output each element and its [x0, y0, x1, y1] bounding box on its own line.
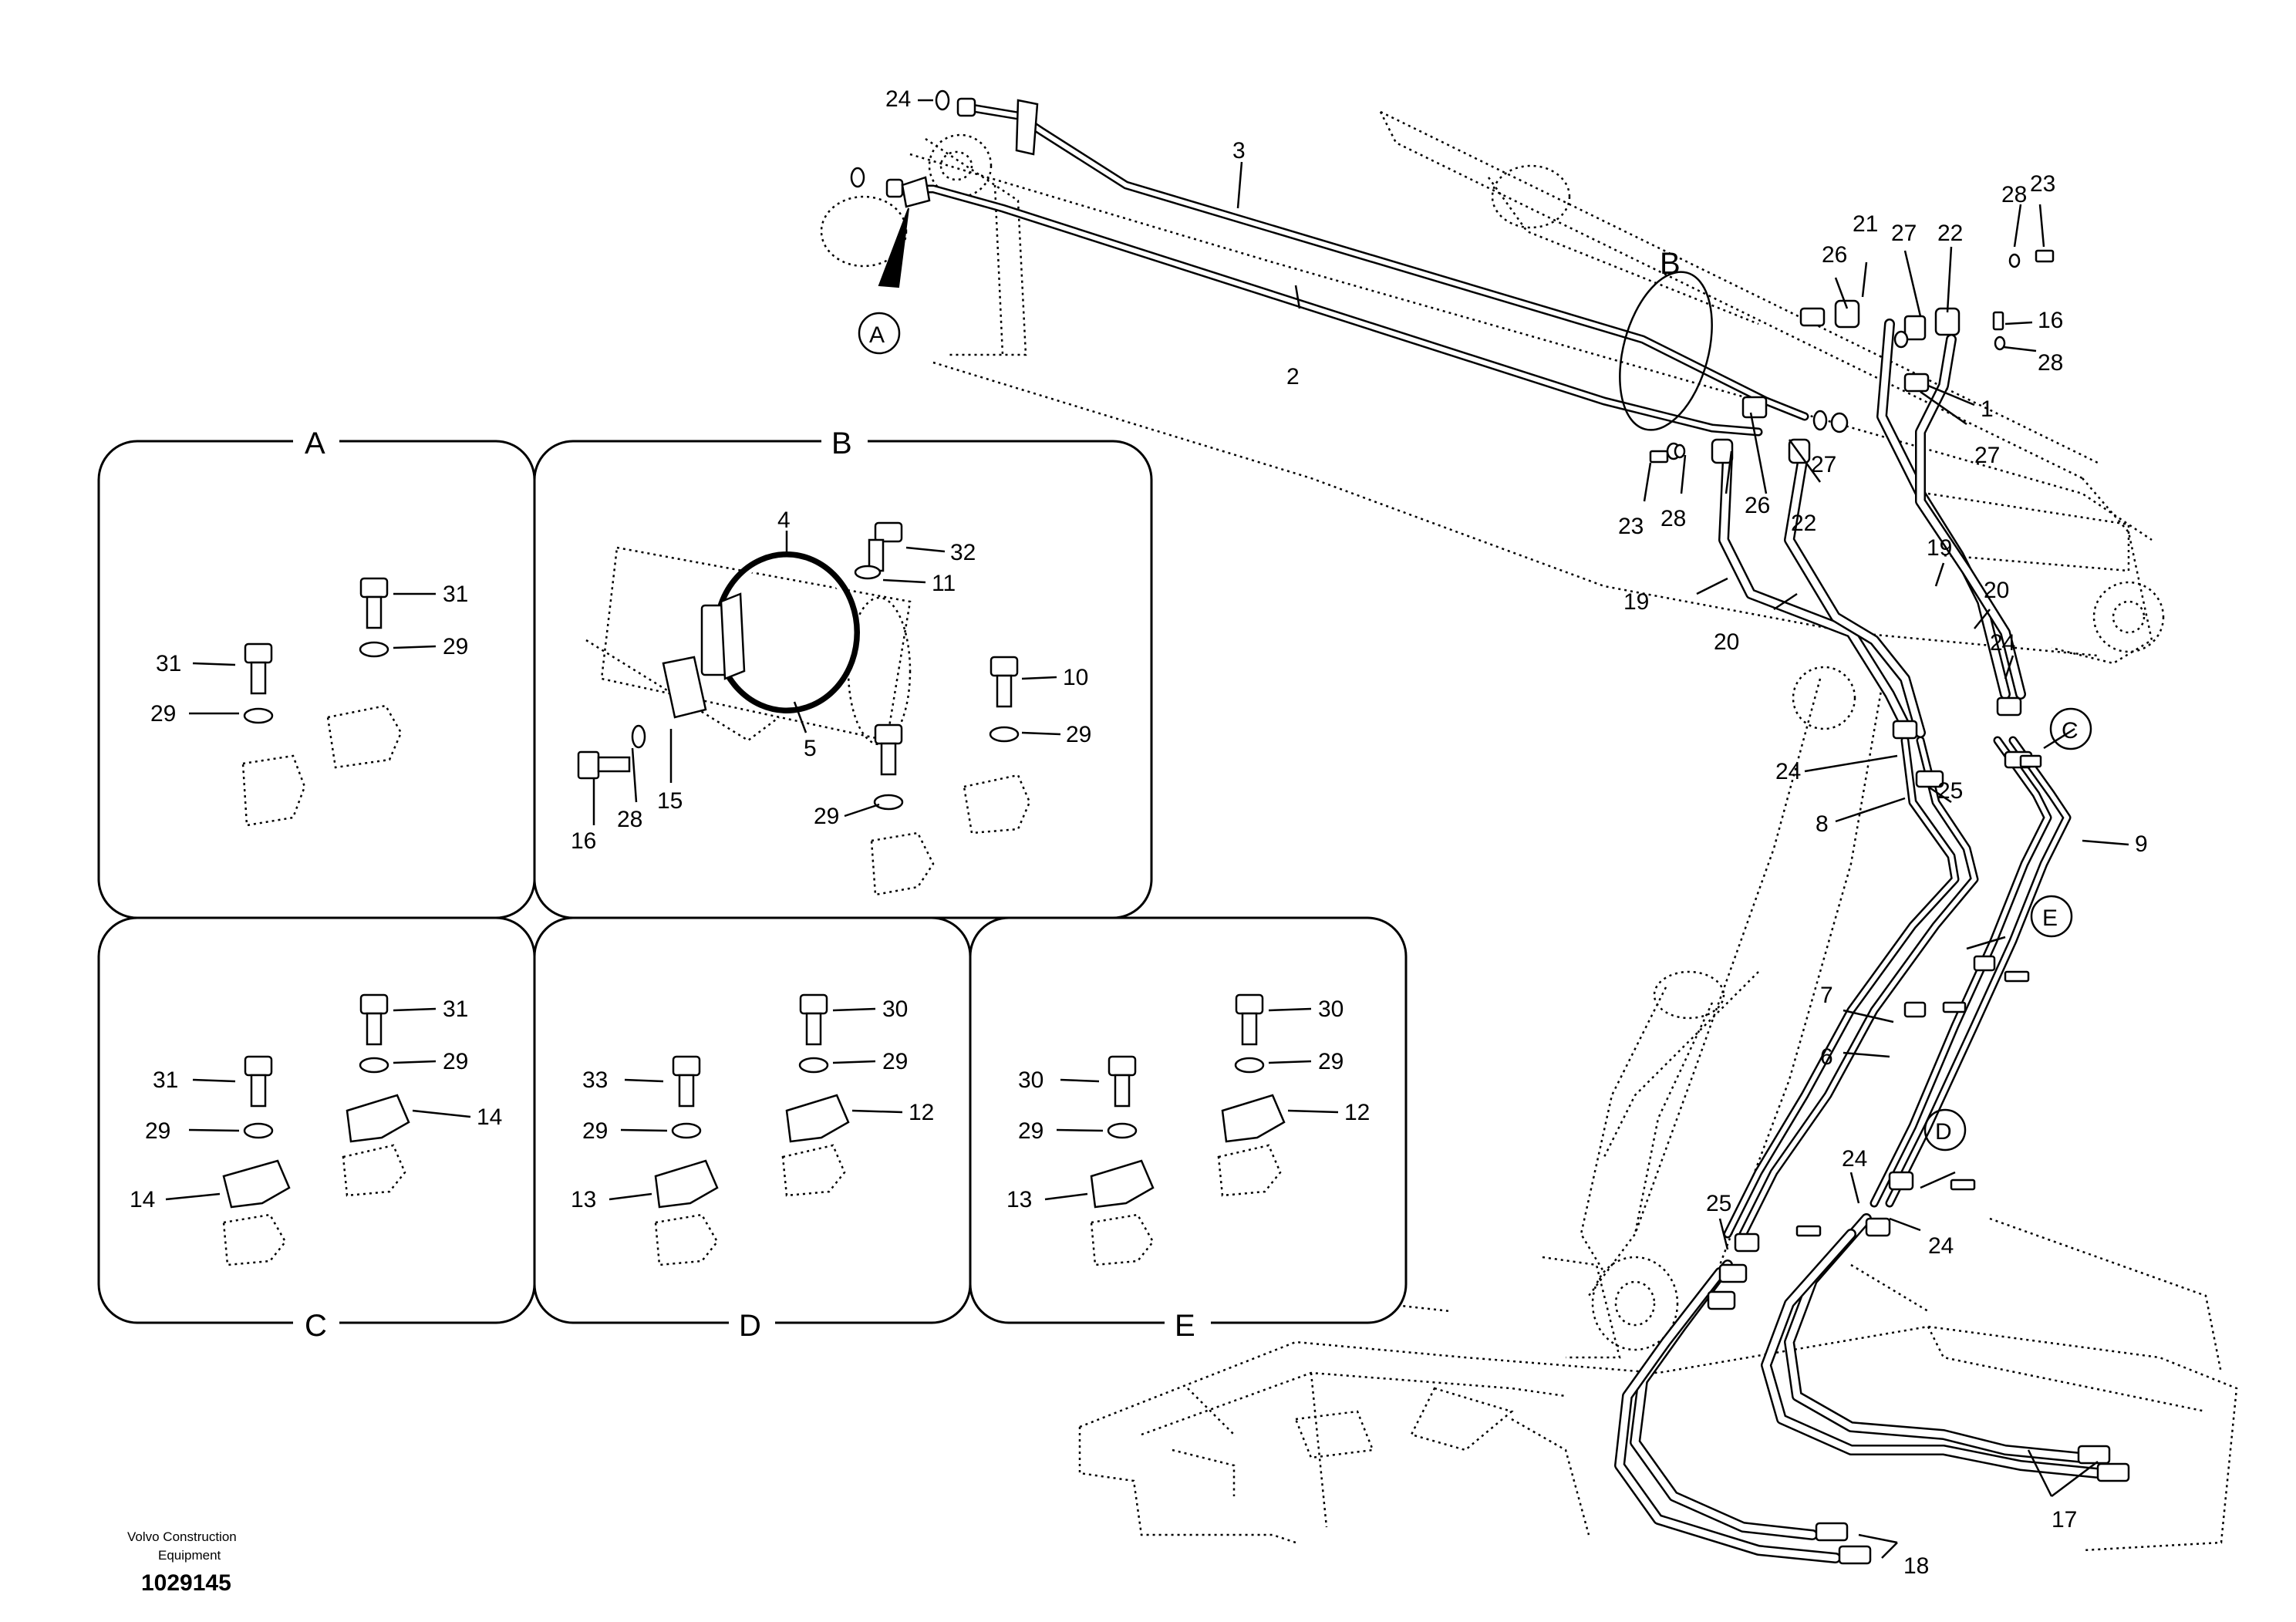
panel-title-a: A — [305, 427, 325, 460]
callout-number: 3 — [1232, 138, 1246, 164]
leader-lines — [918, 99, 2129, 1559]
callout-number: 28 — [2001, 182, 2027, 207]
callout-number: 22 — [1937, 221, 1963, 246]
callout-number: 23 — [2030, 171, 2055, 197]
callout-number: 22 — [1791, 511, 1816, 536]
drawing-number: 1029145 — [141, 1570, 231, 1596]
callout-number: 14 — [477, 1104, 502, 1130]
callout-number: 11 — [932, 571, 956, 596]
callout-number: 8 — [1816, 811, 1829, 837]
company-name-line1: Volvo Construction — [127, 1529, 237, 1544]
callout-number: 31 — [443, 996, 468, 1022]
section-callouts: A C E D — [858, 312, 2092, 1152]
panel-title-b: B — [831, 427, 852, 460]
callout-number: 28 — [2038, 350, 2063, 376]
callout-number: 29 — [1066, 722, 1091, 747]
callout-number: 10 — [1063, 665, 1088, 690]
footer-caption: Volvo Construction Equipment 1029145 — [127, 1529, 237, 1596]
callout-number: 13 — [1006, 1187, 1032, 1212]
callout-number: 17 — [2052, 1507, 2077, 1533]
callout-number: 24 — [1928, 1233, 1954, 1259]
detail-panel-a: A 31 29 31 29 — [97, 426, 536, 919]
callout-number: 9 — [2135, 831, 2148, 857]
section-marker-b: B — [1660, 247, 1681, 281]
company-name-line2: Equipment — [158, 1548, 221, 1563]
callout-number: 1 — [1981, 396, 1994, 422]
callout-number: 29 — [145, 1118, 170, 1144]
callout-number: 30 — [1018, 1067, 1043, 1093]
callout-number: 31 — [443, 582, 468, 607]
callout-number: 28 — [617, 807, 642, 832]
callout-number: 18 — [1903, 1553, 1929, 1579]
detail-panel-e: E 30 29 30 29 12 13 — [969, 916, 1408, 1343]
callout-number: 21 — [1853, 211, 1878, 237]
callout-number: 29 — [150, 701, 176, 727]
callout-number: 15 — [657, 788, 683, 814]
callout-number: 32 — [950, 540, 976, 565]
callout-number: 27 — [1974, 443, 2000, 468]
callout-number: 24 — [1842, 1146, 1867, 1172]
callout-number: 2 — [1286, 364, 1300, 389]
callout-number: 27 — [1891, 221, 1917, 246]
detail-panel-b: B — [533, 426, 1153, 919]
callout-c: C — [2062, 718, 2079, 744]
callout-number: 12 — [1344, 1100, 1370, 1125]
callout-number: 33 — [582, 1067, 608, 1093]
detail-panel-c: C 31 29 31 29 14 14 — [97, 916, 536, 1343]
callout-number: 29 — [1018, 1118, 1043, 1144]
hydraulic-hoses — [1614, 319, 2130, 1565]
callout-number: 14 — [130, 1187, 155, 1212]
callout-number: 29 — [443, 634, 468, 659]
callout-number: 26 — [1822, 242, 1847, 268]
callout-number: 24 — [1990, 630, 2015, 656]
callout-a: A — [869, 322, 885, 348]
fittings — [878, 207, 2055, 1310]
callout-number: 28 — [1660, 506, 1686, 531]
callout-number: 26 — [1745, 493, 1770, 518]
detail-panel-d: D 30 29 33 29 12 13 — [533, 916, 972, 1343]
panel-title-c: C — [305, 1309, 327, 1343]
callout-number: 29 — [1318, 1049, 1344, 1074]
callout-number: 5 — [804, 736, 817, 761]
callout-number: 24 — [1775, 759, 1801, 784]
callout-number: 16 — [571, 828, 596, 854]
callout-number: 31 — [153, 1067, 178, 1093]
callout-number: 24 — [885, 86, 911, 112]
callout-number: 29 — [814, 804, 839, 829]
callout-e: E — [2042, 905, 2058, 931]
callout-number: 30 — [1318, 996, 1344, 1022]
callout-number: 29 — [443, 1049, 468, 1074]
callout-number: 12 — [909, 1100, 934, 1125]
callout-number: 30 — [882, 996, 908, 1022]
callout-number: 20 — [1984, 578, 2009, 603]
callout-number: 19 — [1927, 535, 1952, 561]
callout-number: 20 — [1714, 629, 1739, 655]
panel-title-e: E — [1175, 1309, 1195, 1343]
callout-numbers: 24 3 2 B 21 26 27 22 28 23 16 28 1 27 23… — [885, 86, 2148, 1579]
callout-number: 31 — [156, 651, 181, 676]
callout-number: 25 — [1706, 1191, 1731, 1216]
callout-number: 6 — [1820, 1044, 1833, 1070]
callout-number: 19 — [1623, 589, 1649, 615]
callout-number: 25 — [1937, 778, 1963, 804]
callout-d: D — [1935, 1119, 1952, 1145]
callout-number: 29 — [582, 1118, 608, 1144]
callout-number: 16 — [2038, 308, 2063, 333]
callout-number: 29 — [882, 1049, 908, 1074]
callout-number: 23 — [1618, 514, 1644, 539]
panel-title-d: D — [739, 1309, 761, 1343]
callout-number: 7 — [1820, 983, 1833, 1008]
callout-number: 13 — [571, 1187, 596, 1212]
callout-number: 27 — [1811, 452, 1836, 477]
callout-number: 4 — [777, 508, 791, 533]
